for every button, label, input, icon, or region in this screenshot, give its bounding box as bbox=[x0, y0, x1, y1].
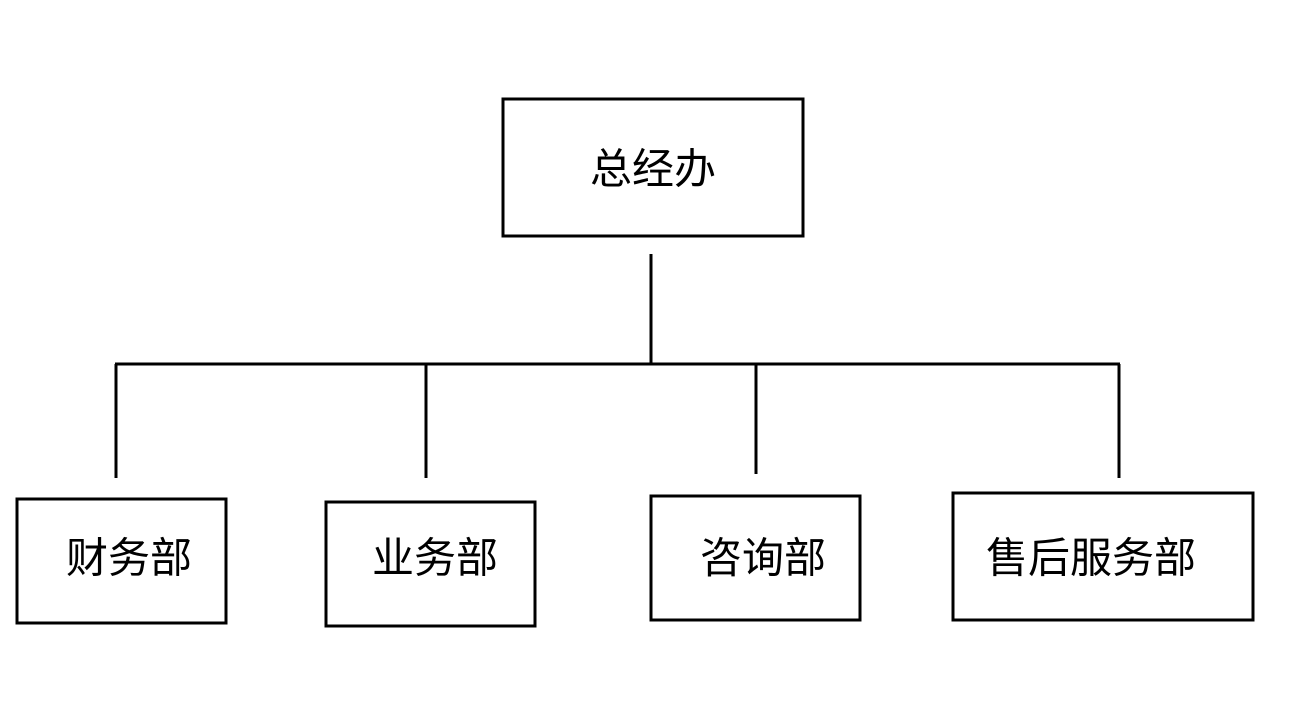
dept-label-business: 业务部 bbox=[372, 534, 498, 583]
dept-box-consulting bbox=[649, 494, 862, 622]
root-node-label: 总经办 bbox=[590, 145, 716, 194]
root-node-box bbox=[501, 97, 805, 238]
dept-label-finance: 财务部 bbox=[66, 534, 192, 583]
dept-box-after-sales bbox=[951, 491, 1255, 622]
dept-label-after-sales: 售后服务部 bbox=[986, 534, 1196, 583]
dept-label-consulting: 咨询部 bbox=[700, 534, 826, 583]
dept-box-finance bbox=[15, 497, 228, 625]
dept-box-business bbox=[324, 500, 537, 628]
